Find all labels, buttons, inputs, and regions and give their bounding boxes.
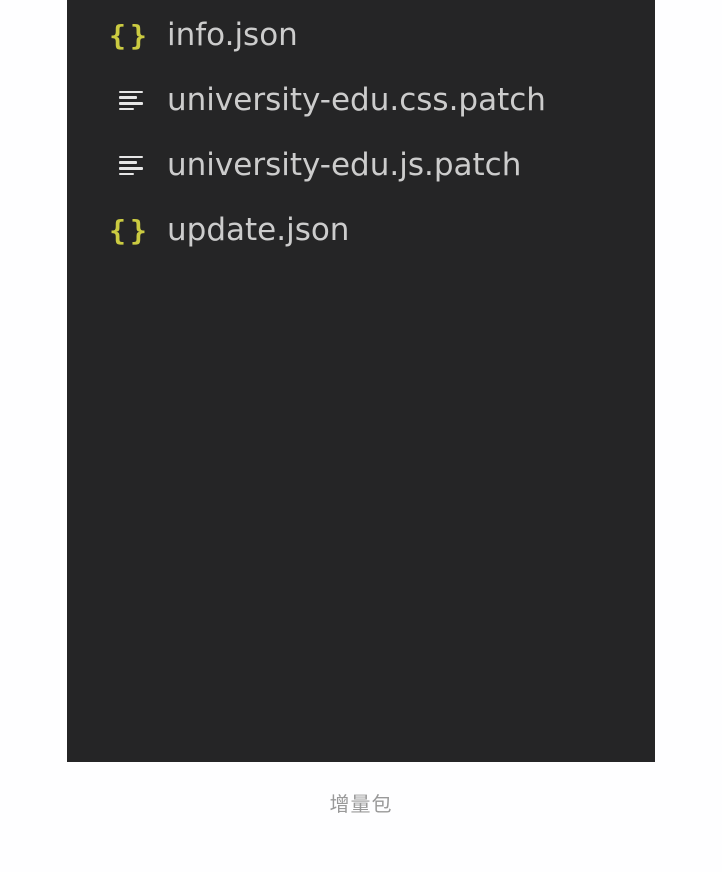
- file-item-university-edu-css-patch[interactable]: university-edu.css.patch: [67, 68, 655, 133]
- image-caption: 增量包: [329, 792, 393, 816]
- json-icon: {}: [109, 18, 151, 52]
- file-item-university-edu-js-patch[interactable]: university-edu.js.patch: [67, 133, 655, 198]
- json-icon: {}: [109, 213, 151, 247]
- text-lines-icon: [111, 81, 149, 121]
- file-item-update-json[interactable]: {} update.json: [67, 198, 655, 263]
- file-name: university-edu.css.patch: [167, 82, 546, 118]
- file-item-info-json[interactable]: {} info.json: [67, 3, 655, 68]
- text-lines-icon: [111, 146, 149, 186]
- file-list: {} info.json university-edu.css.patch: [67, 0, 655, 263]
- file-name: info.json: [167, 17, 298, 53]
- file-name: update.json: [167, 212, 350, 248]
- file-name: university-edu.js.patch: [167, 147, 522, 183]
- file-explorer-panel: {} info.json university-edu.css.patch: [67, 0, 655, 762]
